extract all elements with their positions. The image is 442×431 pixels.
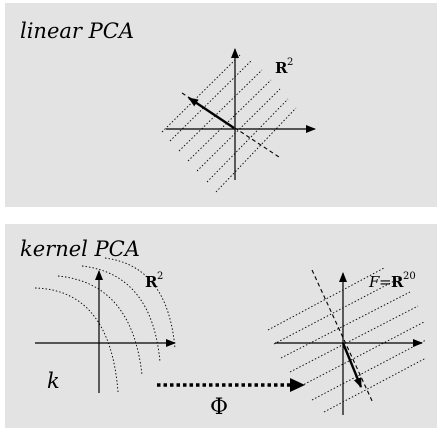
feature-principal-direction-dashed (311, 269, 374, 404)
svg-text:R: R (391, 273, 404, 291)
linear-pca-panel (5, 3, 437, 207)
linear-principal-arrow (188, 97, 235, 129)
svg-text:=: = (379, 273, 392, 291)
kernel-pca-panel (5, 224, 437, 428)
svg-text:2: 2 (287, 57, 293, 68)
svg-text:R: R (275, 59, 288, 77)
linear-dotted-lines (161, 54, 297, 193)
input-space-label: R 2 (145, 271, 163, 291)
feature-dotted-lines (267, 267, 427, 413)
kernel-pca-title: kernel PCA (20, 237, 140, 261)
svg-text:20: 20 (403, 271, 416, 282)
svg-text:F: F (368, 273, 380, 291)
svg-text:2: 2 (157, 271, 163, 282)
linear-space-label: R 2 (275, 57, 293, 77)
linear-pca-title: linear PCA (20, 19, 134, 43)
feature-map-arrow-head (290, 378, 305, 392)
kernel-label: k (47, 369, 60, 393)
feature-map-label: Φ (210, 395, 228, 420)
feature-principal-arrow (341, 342, 363, 388)
feature-space-label: F = R 20 (368, 271, 416, 291)
svg-text:R: R (145, 273, 158, 291)
